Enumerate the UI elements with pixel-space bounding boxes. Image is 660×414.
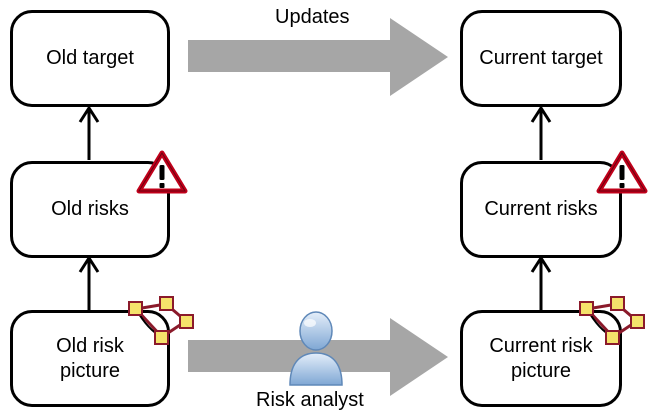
arrow-old-picture-to-old-risks (78, 255, 100, 310)
current-risks-box: Current risks (460, 161, 622, 258)
old-target-label: Old target (46, 47, 134, 69)
arrow-old-risks-to-old-target (78, 105, 100, 160)
risk-network-icon (579, 296, 645, 345)
current-risk-picture-box: Current risk picture (460, 310, 622, 407)
updates-arrow (188, 18, 448, 96)
warning-icon (136, 150, 188, 194)
current-risks-label: Current risks (484, 198, 598, 220)
current-target-label: Current target (479, 47, 603, 69)
old-risks-label: Old risks (51, 198, 129, 220)
risk-network-icon (128, 296, 194, 345)
current-target-box: Current target (460, 10, 622, 107)
old-risks-box: Old risks (10, 161, 170, 258)
warning-icon (596, 150, 648, 194)
old-risk-picture-box: Old risk picture (10, 310, 170, 407)
current-risk-picture-label: Current risk picture (489, 334, 593, 382)
updates-label: Updates (275, 6, 350, 28)
arrow-current-risks-to-current-target (530, 105, 552, 160)
risk-analyst-label: Risk analyst (256, 389, 364, 411)
arrow-current-picture-to-current-risks (530, 255, 552, 310)
old-target-box: Old target (10, 10, 170, 107)
person-icon (289, 311, 343, 386)
old-risk-picture-label: Old risk picture (56, 334, 124, 382)
